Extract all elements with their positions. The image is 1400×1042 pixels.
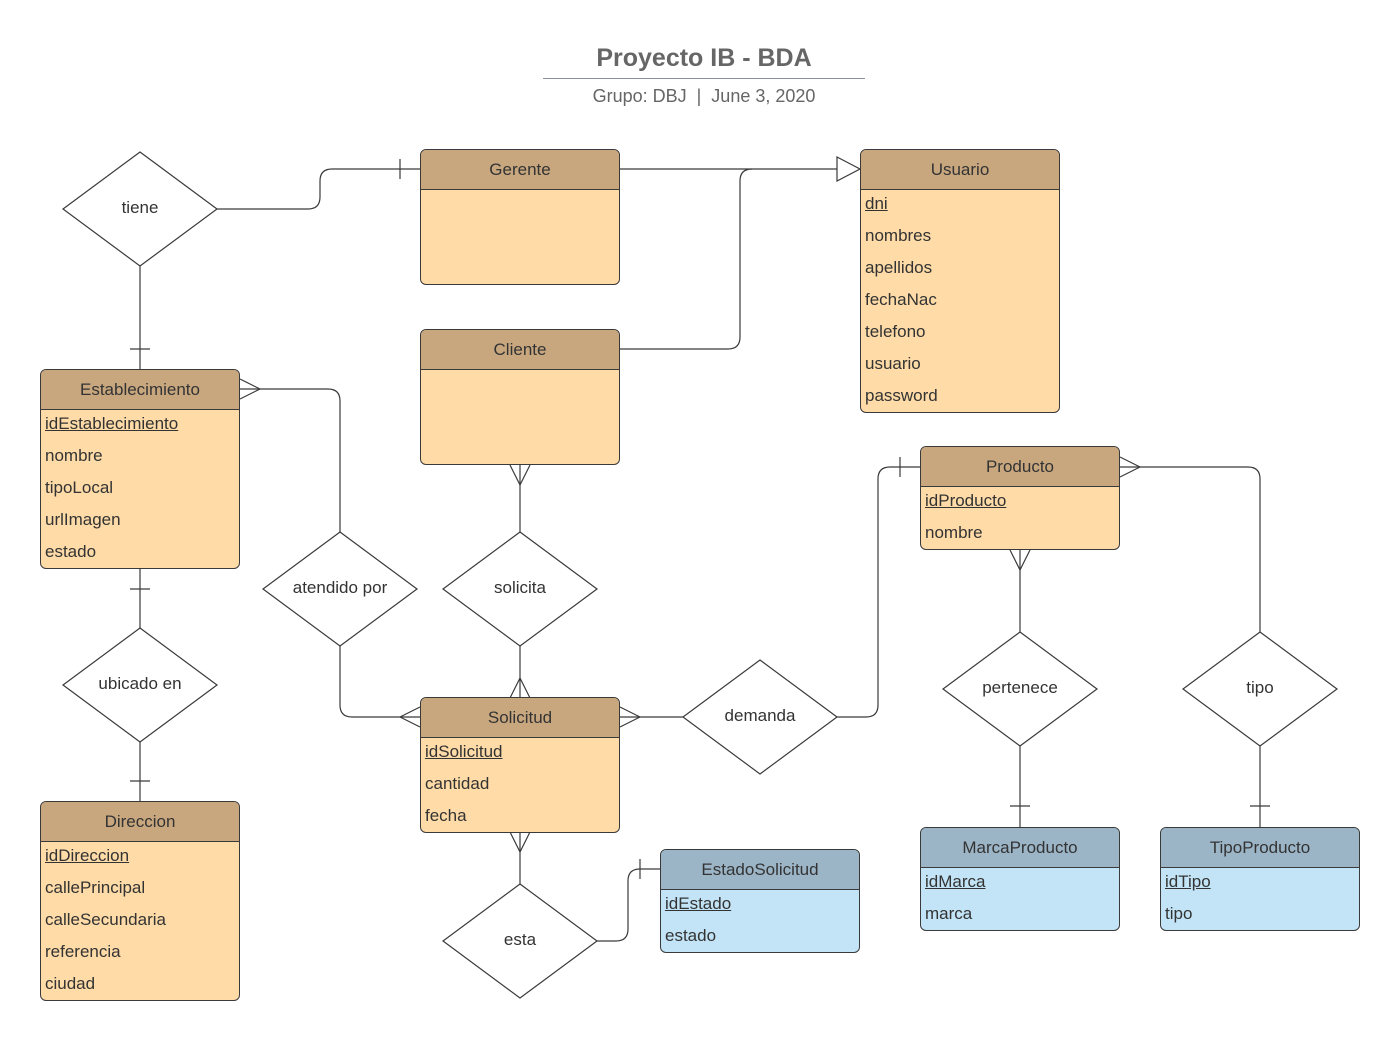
primary-key-attribute: idSolicitud <box>425 742 503 761</box>
relationship-pertenece-label: pertenece <box>982 678 1058 697</box>
entity-title: Producto <box>921 447 1119 487</box>
attribute: tipo <box>1165 904 1193 923</box>
attribute-list: idTipo tipo <box>1161 868 1359 930</box>
inheritance-arrow <box>836 156 862 182</box>
entity-title: Establecimiento <box>41 370 239 410</box>
cardinality-many-mark <box>619 706 641 728</box>
primary-key-attribute: idEstado <box>665 894 732 913</box>
relationship-demanda-shape[interactable] <box>681 659 839 775</box>
attribute-list: idProducto nombre <box>921 487 1119 549</box>
primary-key-attribute: idEstablecimiento <box>45 414 179 433</box>
cardinality-many-mark <box>509 677 531 699</box>
attribute: urlImagen <box>45 510 121 529</box>
entity-title: EstadoSolicitud <box>661 850 859 890</box>
primary-key-attribute: dni <box>865 194 888 213</box>
entity-title: Cliente <box>421 330 619 370</box>
entity-solicitud[interactable]: Solicitud idSolicitud cantidad fecha <box>420 697 620 833</box>
attribute: nombre <box>45 446 103 465</box>
entity-usuario[interactable]: Usuario dni nombres apellidos fechaNac telef… <box>860 149 1060 413</box>
attribute-list: idEstado estado <box>661 890 859 952</box>
attribute: fecha <box>425 806 467 825</box>
attribute: referencia <box>45 942 121 961</box>
attribute: estado <box>45 542 97 561</box>
relationship-ubicado-en-label: ubicado en <box>98 674 182 693</box>
entity-tipo-producto[interactable]: TipoProducto idTipo tipo <box>1160 827 1360 931</box>
diagram-subtitle: Grupo: DBJ | June 3, 2020 <box>592 86 816 106</box>
attribute: marca <box>925 904 973 923</box>
attribute: telefono <box>865 322 926 341</box>
entity-establecimiento[interactable]: Establecimiento idEstablecimiento nombre t… <box>40 369 240 569</box>
cardinality-many-mark <box>239 378 261 400</box>
entity-marca-producto[interactable]: MarcaProducto idMarca marca <box>920 827 1120 931</box>
attribute: ciudad <box>45 974 96 993</box>
relationship-atendido-por-label: atendido por <box>292 578 388 597</box>
attribute: usuario <box>865 354 921 373</box>
connector-demanda-producto <box>837 466 920 718</box>
primary-key-attribute: idProducto <box>925 491 1007 510</box>
connector-producto-tipo <box>1120 466 1261 632</box>
entity-title: TipoProducto <box>1161 828 1359 868</box>
cardinality-many-mark <box>509 464 531 486</box>
attribute-list: idEstablecimiento nombre tipoLocal urlImage… <box>41 410 239 568</box>
title-underline <box>543 78 865 79</box>
connector-cliente-usuario <box>620 168 753 350</box>
entity-title: Solicitud <box>421 698 619 738</box>
attribute: tipoLocal <box>45 478 114 497</box>
attribute: password <box>865 386 938 405</box>
entity-direccion[interactable]: Direccion idDireccion callePrincipal calle… <box>40 801 240 1001</box>
connector-esta-estadosolicitud <box>597 868 660 942</box>
diagram-title: Proyecto IB - BDA <box>596 44 812 72</box>
entity-cliente[interactable]: Cliente <box>420 329 620 465</box>
primary-key-attribute: idDireccion <box>45 846 130 865</box>
attribute: cantidad <box>425 774 490 793</box>
entity-title: Usuario <box>861 150 1059 190</box>
attribute: calleSecundaria <box>45 910 166 929</box>
entity-title: Direccion <box>41 802 239 842</box>
attribute-list: idSolicitud cantidad fecha <box>421 738 619 832</box>
relationship-tipo-label: tipo <box>1246 678 1274 697</box>
attribute: apellidos <box>865 258 933 277</box>
entity-title: Gerente <box>421 150 619 190</box>
attribute: callePrincipal <box>45 878 146 897</box>
cardinality-many-mark <box>399 706 421 728</box>
relationship-esta-shape[interactable] <box>441 883 599 999</box>
entity-gerente[interactable]: Gerente <box>420 149 620 285</box>
relationship-solicita-label: solicita <box>494 578 546 597</box>
attribute-list: idMarca marca <box>921 868 1119 930</box>
attribute-list: idDireccion callePrincipal calleSecundaria… <box>41 842 239 1000</box>
attribute: estado <box>665 926 717 945</box>
primary-key-attribute: idTipo <box>1165 872 1211 891</box>
attribute-list: dni nombres apellidos fechaNac telefono usuar… <box>861 190 1059 412</box>
relationship-demanda-label: demanda <box>724 706 796 725</box>
primary-key-attribute: idMarca <box>925 872 986 891</box>
connector-establecimiento-atendido <box>240 388 341 532</box>
attribute: nombre <box>925 523 983 542</box>
cardinality-many-mark <box>1009 549 1031 571</box>
relationship-tiene-label: tiene <box>121 198 159 217</box>
entity-estado-solicitud[interactable]: EstadoSolicitud idEstado estado <box>660 849 860 953</box>
attribute: fechaNac <box>865 290 937 309</box>
connector-tiene-gerente <box>217 168 420 210</box>
attribute: nombres <box>865 226 932 245</box>
relationship-esta-label: esta <box>503 930 537 949</box>
connector-atendido-solicitud <box>339 646 420 718</box>
entity-producto[interactable]: Producto idProducto nombre <box>920 446 1120 550</box>
cardinality-many-mark <box>509 831 531 853</box>
cardinality-many-mark <box>1119 456 1141 478</box>
entity-title: MarcaProducto <box>921 828 1119 868</box>
